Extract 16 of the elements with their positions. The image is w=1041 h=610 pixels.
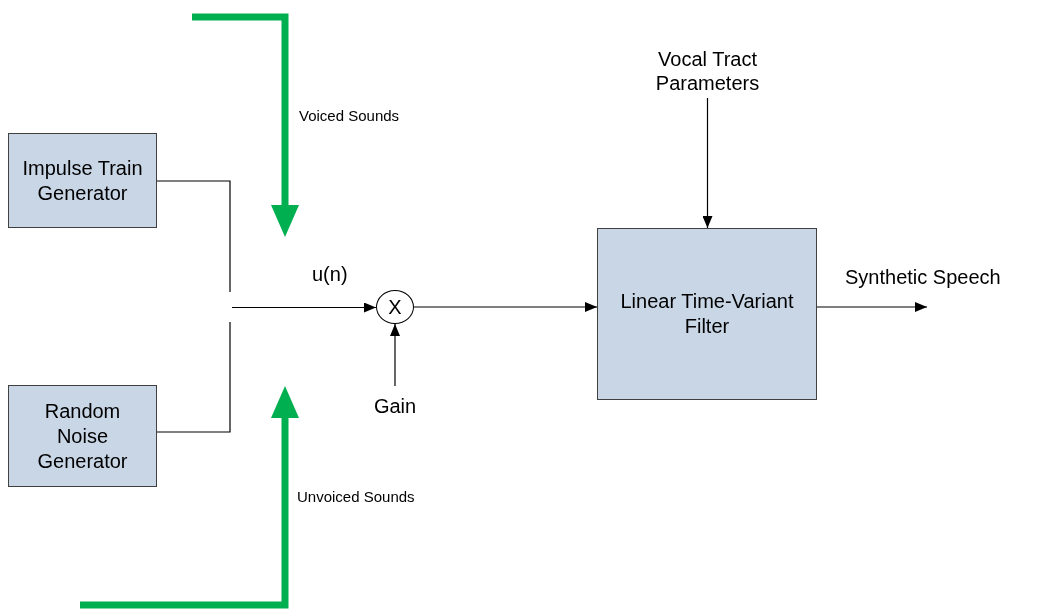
signal-label: Voiced Sounds <box>299 107 400 125</box>
switch-contacts <box>228 285 232 330</box>
arrow <box>390 323 400 387</box>
input-label: Vocal Tract Parameters <box>615 44 800 98</box>
process-box: Impulse Train Generator <box>8 133 157 228</box>
arrow <box>816 302 928 312</box>
arrow <box>413 302 598 312</box>
process-box: Random Noise Generator <box>8 385 157 487</box>
multiplier-symbol: X <box>376 290 414 324</box>
signal-label: Unvoiced Sounds <box>297 488 415 506</box>
input-label: Gain <box>360 386 430 426</box>
edge-label: Synthetic Speech <box>845 265 1001 289</box>
arrow <box>231 302 377 313</box>
arrow <box>702 97 713 229</box>
edge-label: u(n) <box>312 262 348 286</box>
process-box: Linear Time-Variant Filter <box>597 228 817 400</box>
